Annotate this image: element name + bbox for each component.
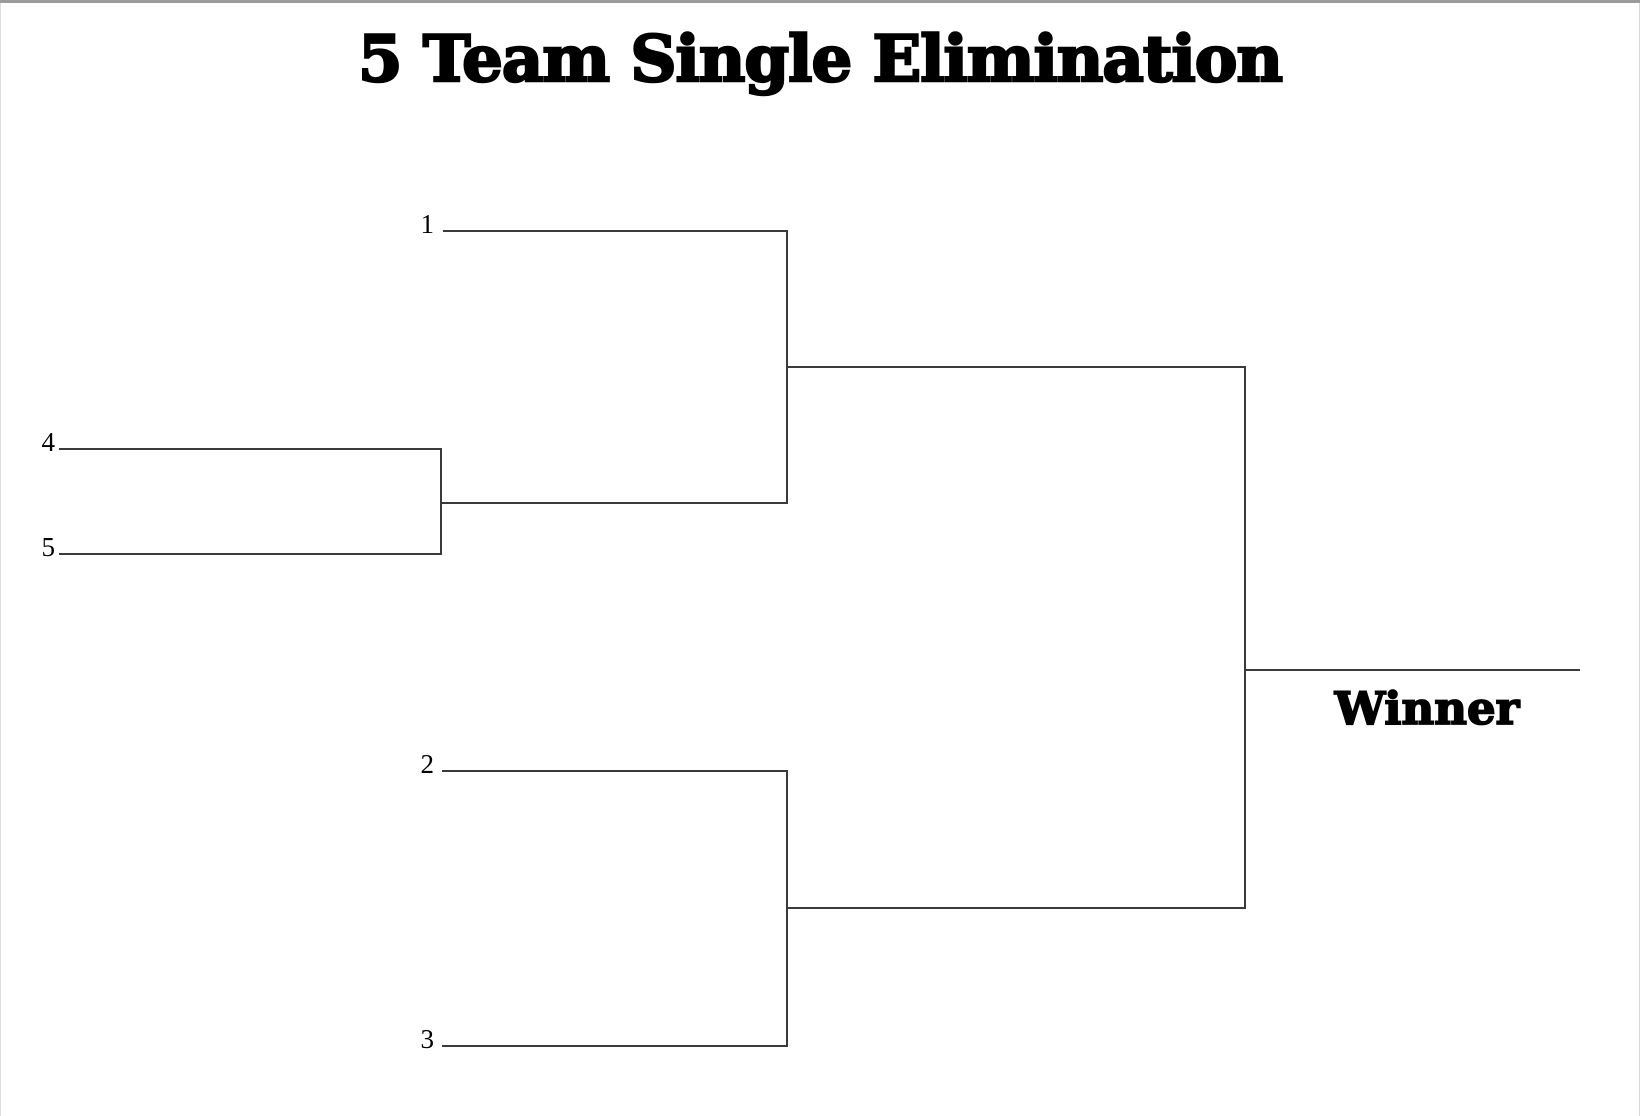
page-title: 5 Team Single Elimination (357, 21, 1284, 99)
seed-1-label: 1 (420, 209, 435, 239)
seed-4-label: 4 (41, 427, 56, 457)
seed-5-label: 5 (41, 532, 56, 562)
seed-2-label: 2 (420, 749, 435, 779)
seed-3-label: 3 (420, 1024, 435, 1054)
page-left-border (0, 3, 1, 1116)
window-top-edge (0, 0, 1640, 3)
winner-label: Winner (1334, 681, 1520, 736)
